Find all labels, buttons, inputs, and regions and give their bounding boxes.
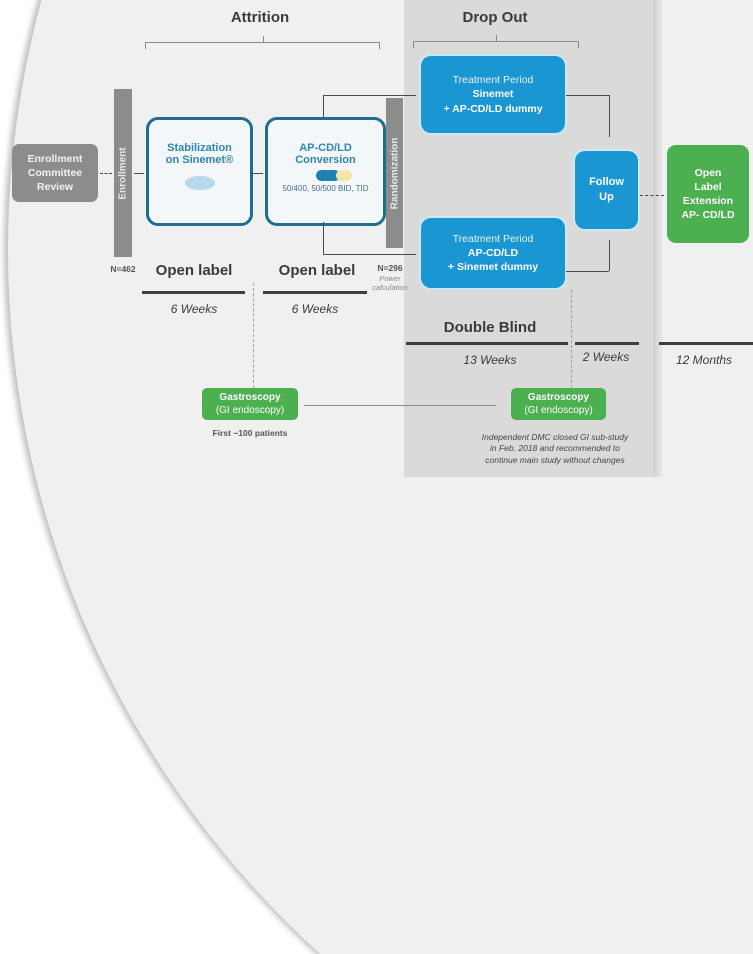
- box-line: Follow: [589, 176, 624, 189]
- box-title: Treatment Period: [452, 74, 534, 87]
- dropout-header: Drop Out: [462, 9, 528, 26]
- box-line: Enrollment: [27, 152, 83, 165]
- box-title: Gastroscopy: [219, 392, 281, 403]
- dropout-bracket: [413, 35, 579, 48]
- box-line: Up: [599, 191, 614, 203]
- box-line: (GI endoscopy): [524, 405, 593, 416]
- arrow-to-extension: [640, 195, 664, 196]
- study-design-diagram: Attrition Drop Out Enrollment Committee …: [8, 0, 753, 954]
- treatment-period-2-box: Treatment Period AP-CD/LD + Sinemet dumm…: [421, 218, 565, 288]
- line-down: [323, 222, 324, 254]
- shade-edge: [653, 0, 663, 477]
- box-line: Label: [694, 180, 722, 193]
- stabilization-box: Stabilization on Sinemet®: [146, 117, 253, 226]
- arrow-to-stabilization: [134, 173, 144, 174]
- dotted-marker: [571, 290, 572, 388]
- conversion-dose: 50/400, 50/500 BID, TID: [282, 184, 369, 193]
- arrow-to-treatment-1: [323, 95, 416, 96]
- enrollment-bar-label: Enrollment: [117, 146, 129, 200]
- dotted-marker: [253, 283, 254, 388]
- box-line: Extension: [682, 195, 734, 207]
- conversion-box: AP-CD/LD Conversion 50/400, 50/500 BID, …: [265, 117, 386, 226]
- randomization-bar: Randomization: [386, 98, 403, 248]
- box-line: (GI endoscopy): [215, 405, 285, 416]
- duration-5: 12 Months: [675, 353, 733, 367]
- box-line: Committee: [27, 166, 83, 179]
- box-line: AP- CD/LD: [681, 209, 735, 222]
- box-line: AP-CD/LD: [299, 142, 352, 154]
- period-bar: [406, 342, 568, 345]
- arrow-to-follow-up: [609, 95, 610, 137]
- box-line: Sinemet: [472, 88, 514, 101]
- duration-2: 6 Weeks: [291, 302, 339, 316]
- box-line: Stabilization: [167, 142, 232, 154]
- duration-4: 2 Weeks: [582, 350, 630, 364]
- note-line: in Feb. 2018 and recommended to: [490, 443, 620, 454]
- enrolled-count: N=462: [110, 264, 136, 274]
- randomized-count: N=296: [377, 263, 403, 273]
- open-label-2: Open label: [278, 262, 356, 279]
- box-line: AP-CD/LD: [467, 246, 519, 259]
- dmc-note: Independent DMC closed GI sub-study in F…: [455, 432, 655, 466]
- randomization-bar-label: Randomization: [389, 137, 401, 209]
- gastroscopy-1-box: Gastroscopy (GI endoscopy): [202, 388, 298, 420]
- randomized-note: calculation: [372, 283, 408, 292]
- box-line: Review: [36, 181, 74, 194]
- box-line: Open: [694, 166, 722, 179]
- period-bar: [575, 342, 639, 345]
- note-line: continue main study without changes: [485, 454, 625, 465]
- box-line: + Sinemet dummy: [447, 261, 539, 274]
- treatment-period-1-box: Treatment Period Sinemet + AP-CD/LD dumm…: [421, 56, 565, 133]
- open-label-1: Open label: [155, 262, 233, 279]
- note-line: Independent DMC closed GI sub-study: [481, 432, 629, 442]
- box-line: on Sinemet®: [165, 154, 234, 166]
- double-blind-label: Double Blind: [443, 319, 537, 336]
- duration-1: 6 Weeks: [170, 302, 218, 316]
- arrow-to-conversion: [251, 173, 263, 174]
- line-up: [323, 95, 324, 117]
- connector: [566, 95, 609, 96]
- box-line: + AP-CD/LD dummy: [443, 102, 543, 115]
- enrollment-committee-review-box: Enrollment Committee Review: [12, 144, 98, 202]
- box-line: Conversion: [295, 154, 356, 166]
- capsule-icon: [316, 170, 383, 181]
- gastroscopy-1-note: First ~100 patients: [212, 428, 288, 438]
- enrollment-bar: Enrollment: [114, 89, 132, 257]
- arrow-to-follow-up: [609, 240, 610, 271]
- arrow-to-treatment-2: [323, 254, 416, 255]
- period-bar: [142, 291, 245, 294]
- box-title: Treatment Period: [452, 232, 534, 245]
- duration-3: 13 Weeks: [463, 353, 517, 367]
- arrow-to-gastroscopy-2: [304, 405, 496, 406]
- gastroscopy-2-box: Gastroscopy (GI endoscopy): [511, 388, 606, 420]
- pill-icon: [184, 176, 215, 190]
- period-bar: [659, 342, 753, 345]
- open-label-extension-box: Open Label Extension AP- CD/LD: [667, 145, 749, 243]
- follow-up-box: Follow Up: [575, 151, 638, 229]
- randomized-note: Power: [379, 274, 401, 283]
- arrow-to-enrollment: [100, 173, 112, 174]
- box-title: Gastroscopy: [527, 392, 590, 403]
- attrition-bracket: [145, 36, 380, 49]
- connector: [566, 271, 609, 272]
- period-bar: [263, 291, 367, 294]
- attrition-header: Attrition: [230, 9, 290, 26]
